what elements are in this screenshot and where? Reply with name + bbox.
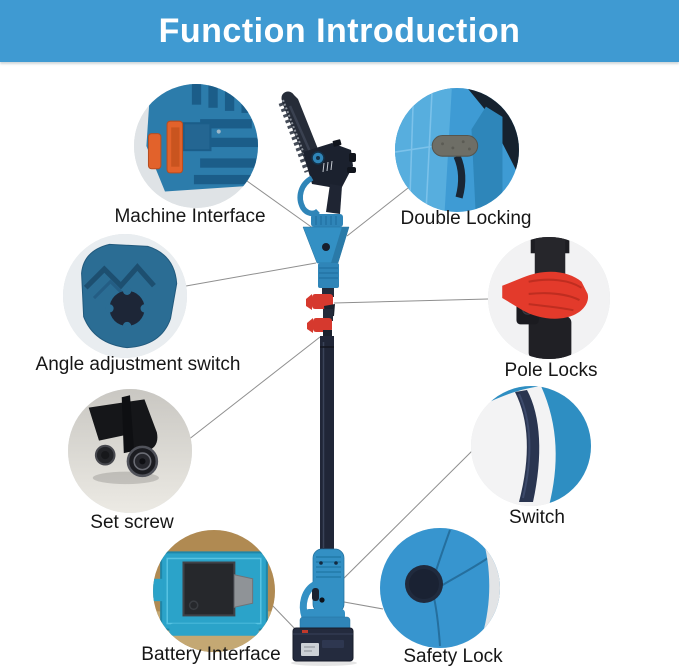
leader-line [185,262,317,287]
trigger-switch [312,588,319,601]
callout-label-safety-lock: Safety Lock [403,646,503,667]
battery-interface-photo [153,530,275,652]
leader-line [333,298,489,304]
page-title: Function Introduction [158,11,521,50]
double-locking-photo [395,88,519,212]
callout-label-battery-interface: Battery Interface [141,644,281,665]
callout-label-pole-locks: Pole Locks [504,360,598,381]
callout-label-double-locking: Double Locking [400,208,532,229]
machine-interface-photo [134,84,258,208]
leader-line [246,180,318,232]
callout-switch [471,386,591,506]
pole [306,288,335,554]
set-screw-photo [68,389,192,513]
battery [291,627,357,666]
callout-set-screw [68,389,192,513]
chainsaw-head [278,91,356,217]
safety-lock-button [319,597,325,603]
callout-label-set-screw: Set screw [90,512,174,533]
callout-safety-lock [380,528,500,648]
leader-line [327,449,474,595]
handle [299,548,351,636]
title-banner: Function Introduction [0,0,679,62]
switch-photo [471,386,591,506]
callout-double-locking [395,88,519,212]
leader-line [346,187,409,237]
callout-battery-interface [153,530,275,652]
callout-machine-interface [134,84,258,208]
callout-pole-locks [488,237,610,359]
angle-adjustment-photo [63,234,187,358]
callout-label-switch: Switch [509,507,565,528]
saw-mount [302,214,350,288]
leader-line [270,603,298,632]
leader-line [187,336,321,441]
callout-label-machine-interface: Machine Interface [114,206,266,227]
callout-angle-adjustment-switch [63,234,187,358]
leader-lines [185,180,489,632]
safety-lock-photo [380,528,500,648]
pole-locks-photo [488,237,610,359]
callout-label-angle-adjustment-switch: Angle adjustment switch [35,354,241,375]
